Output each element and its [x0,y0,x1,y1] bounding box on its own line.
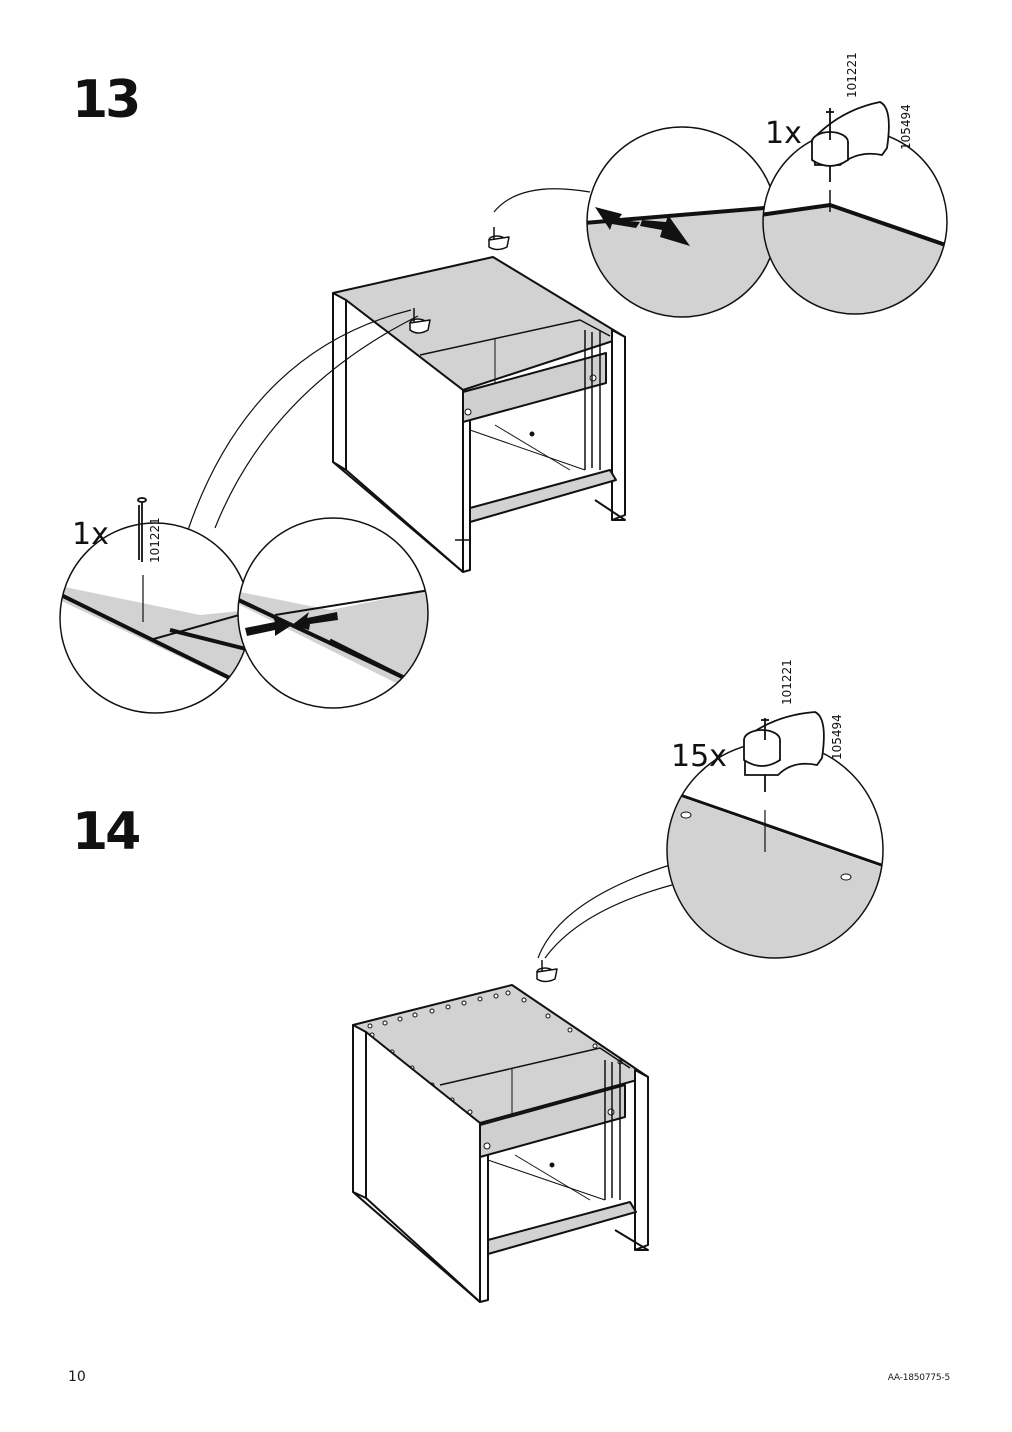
step-13-callout-left-quantity: 1x [72,517,109,552]
step-14-callout-part-101221: 101221 [780,659,794,705]
step-13-detail-circle-gap [237,517,429,709]
step-13-callout-left-part-101221: 101221 [148,517,162,563]
step-13-number: 13 [72,70,141,130]
pin-part-icon [137,497,147,562]
step-14-leader-lines [537,864,673,959]
step-13-leader-lines [187,188,591,531]
page-number: 10 [68,1369,86,1385]
step-14-cabinet-illustration [352,960,649,1303]
step-13-detail-circle-part [762,101,948,315]
step-14-detail-circle-part [666,711,884,959]
step-13-callout-top-quantity: 1x [765,116,802,151]
step-14-number: 14 [72,802,141,862]
step-14-callout-quantity: 15x [671,739,727,774]
step-13-detail-circle-pin [59,497,251,714]
step-13-callout-top-part-101221: 101221 [845,52,859,98]
step-13-cabinet-illustration [332,227,626,573]
cam-dowel-part-icon [743,711,825,792]
document-code: AA-1850775-5 [887,1373,950,1383]
step-14-callout-part-105494: 105494 [830,714,844,760]
cam-dowel-part-icon [811,101,890,182]
step-13-callout-top-part-105494: 105494 [899,104,913,150]
